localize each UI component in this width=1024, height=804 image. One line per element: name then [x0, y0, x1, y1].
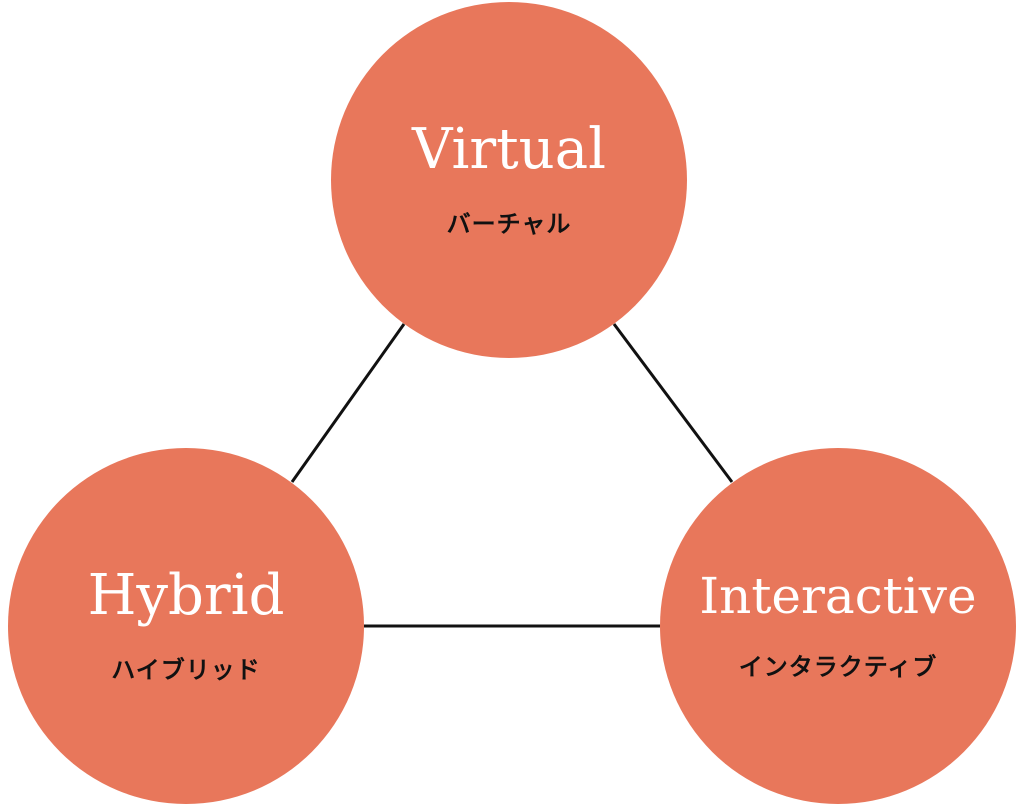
node-interactive-subtitle: インタラクティブ	[738, 652, 938, 681]
node-virtual-title: Virtual	[411, 116, 606, 182]
node-virtual-subtitle: バーチャル	[446, 209, 572, 238]
node-hybrid-title: Hybrid	[87, 562, 285, 628]
node-hybrid-subtitle: ハイブリッド	[111, 655, 261, 684]
connector-virtual-interactive	[612, 323, 734, 483]
node-interactive-title: Interactive	[699, 566, 977, 625]
node-interactive: Interactive インタラクティブ	[660, 448, 1016, 804]
connector-virtual-hybrid	[290, 323, 406, 483]
node-hybrid: Hybrid ハイブリッド	[8, 448, 364, 804]
node-virtual: Virtual バーチャル	[331, 2, 687, 358]
